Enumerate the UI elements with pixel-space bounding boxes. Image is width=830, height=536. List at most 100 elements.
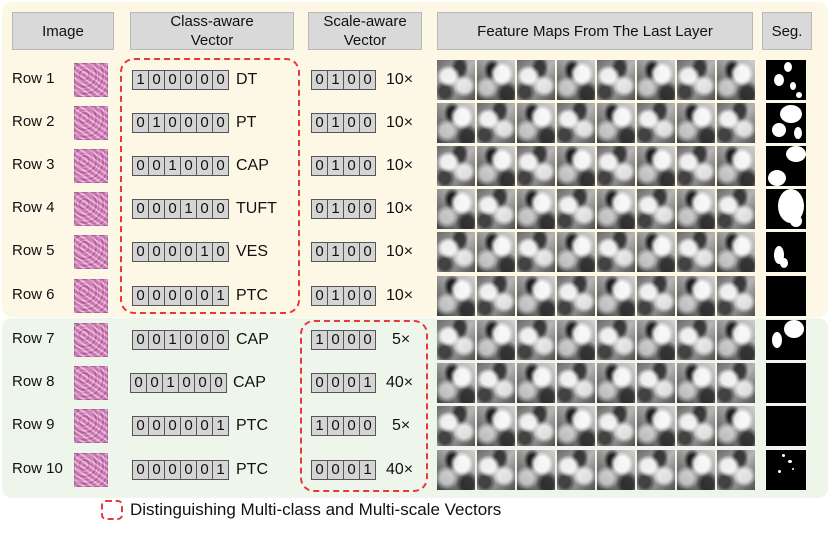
segmentation-mask <box>766 146 806 186</box>
histology-image-thumbnail <box>74 106 108 140</box>
feature-map <box>477 320 515 360</box>
vector-cell: 0 <box>359 286 376 306</box>
vector-cell: 0 <box>180 416 197 436</box>
vector-cell: 0 <box>212 70 229 90</box>
vector-cell: 1 <box>196 242 213 262</box>
feature-map <box>437 60 475 100</box>
histology-image-thumbnail <box>74 366 108 400</box>
class-name-label: CAP <box>236 157 269 174</box>
vector-cell: 0 <box>343 242 360 262</box>
vector-cell: 1 <box>327 113 344 133</box>
vector-cell: 0 <box>359 242 376 262</box>
vector-cell: 0 <box>148 416 165 436</box>
feature-map <box>677 406 715 446</box>
vector-cell: 0 <box>210 373 227 393</box>
vector-cell: 0 <box>132 416 149 436</box>
histology-image-thumbnail <box>74 192 108 226</box>
vector-cell: 0 <box>359 113 376 133</box>
vector-cell: 0 <box>311 199 328 219</box>
histology-image-thumbnail <box>74 453 108 487</box>
histology-image-thumbnail <box>74 235 108 269</box>
feature-map <box>717 276 755 316</box>
feature-maps-strip <box>437 450 755 490</box>
segmentation-blob <box>786 146 806 162</box>
feature-map <box>717 232 755 272</box>
class-name-label: DT <box>236 71 258 88</box>
row-label: Row 9 <box>12 416 55 433</box>
feature-map <box>717 103 755 143</box>
vector-cell: 0 <box>196 416 213 436</box>
feature-map <box>557 146 595 186</box>
feature-map <box>637 276 675 316</box>
scale-label: 40× <box>386 374 414 391</box>
feature-map <box>557 189 595 229</box>
feature-map <box>637 103 675 143</box>
segmentation-blob <box>778 470 781 473</box>
feature-maps-strip <box>437 189 755 229</box>
feature-map <box>637 60 675 100</box>
feature-maps-strip <box>437 232 755 272</box>
feature-maps-strip <box>437 276 755 316</box>
vector-cell: 0 <box>146 373 163 393</box>
feature-map <box>637 232 675 272</box>
feature-map <box>517 276 555 316</box>
class-name-label: CAP <box>236 331 269 348</box>
feature-map <box>677 363 715 403</box>
feature-map <box>717 406 755 446</box>
vector-cell: 1 <box>327 70 344 90</box>
feature-map <box>677 276 715 316</box>
feature-map <box>517 189 555 229</box>
feature-map <box>677 146 715 186</box>
segmentation-mask <box>766 406 806 446</box>
feature-map <box>517 363 555 403</box>
vector-cell: 0 <box>148 242 165 262</box>
vector-cell: 1 <box>212 460 229 480</box>
vector-cell: 0 <box>343 156 360 176</box>
feature-map <box>597 276 635 316</box>
feature-map <box>557 103 595 143</box>
feature-map <box>677 450 715 490</box>
vector-cell: 1 <box>212 416 229 436</box>
vector-cell: 0 <box>311 70 328 90</box>
vector-cell: 0 <box>196 199 213 219</box>
feature-map <box>477 60 515 100</box>
feature-map <box>557 232 595 272</box>
segmentation-blob <box>768 170 786 186</box>
feature-map <box>437 450 475 490</box>
feature-map <box>517 146 555 186</box>
row-label: Row 5 <box>12 242 55 259</box>
feature-map <box>517 320 555 360</box>
feature-map <box>677 103 715 143</box>
header-class-aware: Class-aware Vector <box>130 12 294 50</box>
feature-map <box>437 320 475 360</box>
row-label: Row 7 <box>12 330 55 347</box>
segmentation-mask <box>766 276 806 316</box>
vector-cell: 1 <box>327 199 344 219</box>
feature-map <box>517 60 555 100</box>
header-feature-maps: Feature Maps From The Last Layer <box>437 12 753 50</box>
feature-map <box>517 232 555 272</box>
feature-map <box>677 189 715 229</box>
feature-map <box>437 146 475 186</box>
feature-map <box>677 320 715 360</box>
vector-cell: 0 <box>132 113 149 133</box>
legend-text: Distinguishing Multi-class and Multi-sca… <box>130 500 502 519</box>
vector-cell: 0 <box>311 156 328 176</box>
scale-label: 10× <box>386 200 414 217</box>
legend-dash-swatch <box>101 500 123 520</box>
vector-cell: 0 <box>343 199 360 219</box>
vector-cell: 0 <box>164 416 181 436</box>
row-label: Row 8 <box>12 373 55 390</box>
feature-map <box>517 406 555 446</box>
feature-map <box>437 276 475 316</box>
segmentation-blob <box>784 62 792 72</box>
segmentation-mask <box>766 103 806 143</box>
vector-cell: 0 <box>359 156 376 176</box>
segmentation-mask <box>766 450 806 490</box>
